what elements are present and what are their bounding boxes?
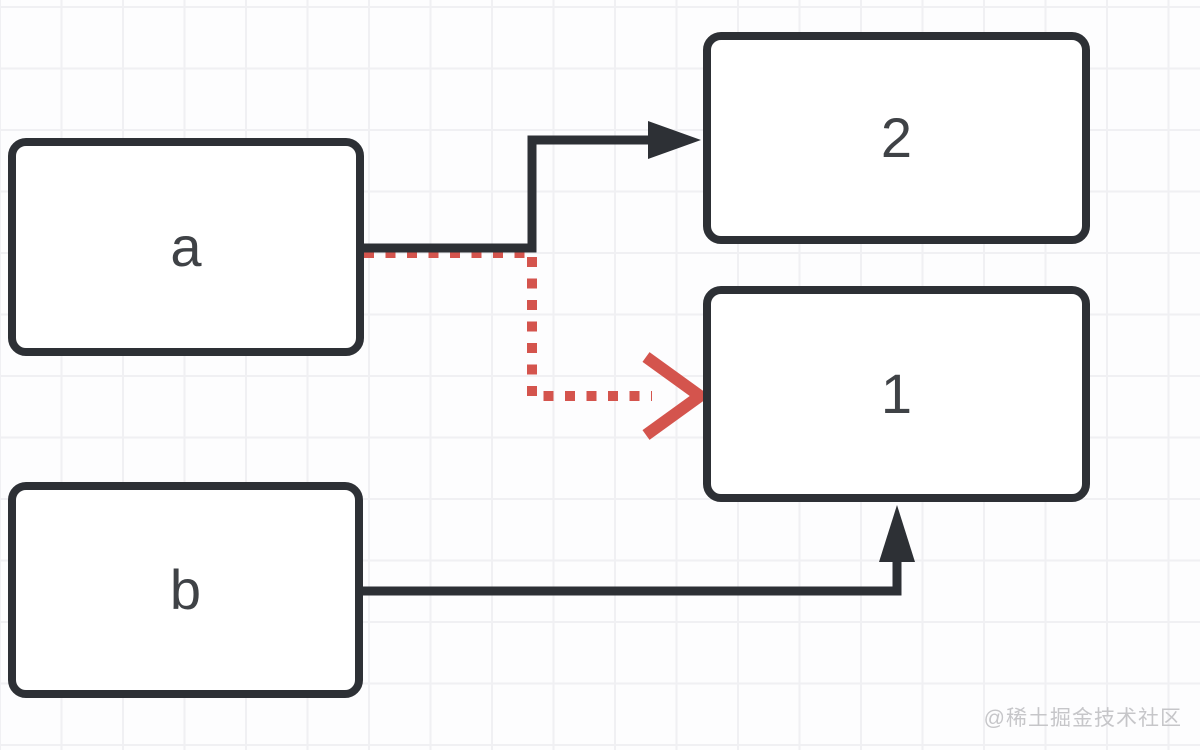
filled-triangle-arrowhead-icon [879, 505, 915, 562]
edge-a-to-1-dotted-arrow [364, 248, 711, 440]
filled-triangle-arrowhead-icon [648, 121, 701, 159]
edge-a-to-2-arrow [364, 121, 701, 253]
node-2: 2 [703, 32, 1090, 244]
node-a-label: a [170, 215, 202, 278]
node-2-label: 2 [880, 106, 913, 169]
node-a: a [8, 138, 364, 356]
node-b: b [8, 482, 363, 698]
watermark: @稀土掘金技术社区 [983, 707, 1182, 730]
node-1: 1 [703, 286, 1090, 502]
node-b-label: b [169, 558, 202, 621]
edge-a-to-1-path [364, 248, 652, 401]
open-chevron-arrowhead-icon [642, 352, 711, 440]
node-1-label: 1 [880, 362, 913, 425]
edge-b-to-1-path [362, 556, 902, 596]
edge-b-to-1-arrow [362, 505, 915, 596]
edge-a-to-2-path [364, 135, 652, 253]
